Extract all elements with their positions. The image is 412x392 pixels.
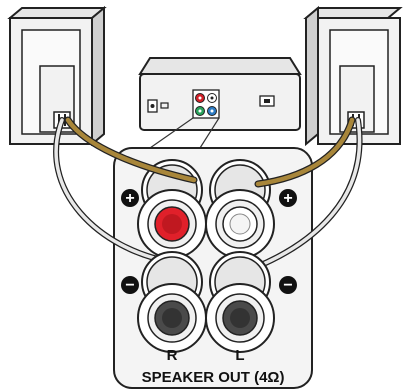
label-right-channel: R [167, 347, 178, 364]
label-left-channel: L [235, 347, 244, 364]
minus-sign-right-text: − [283, 277, 292, 294]
negative-wires [53, 117, 363, 271]
rca-jacks-icon [192, 89, 220, 119]
left-speaker [7, 5, 107, 147]
minus-sign-icon-right: − [279, 276, 297, 294]
minus-sign-left-text: − [125, 277, 134, 294]
plus-sign-right-text: + [283, 190, 292, 207]
plus-sign-icon-left: + [121, 189, 139, 207]
plus-sign-left-text: + [125, 190, 134, 207]
positive-wires [64, 116, 356, 188]
callout-line-right [199, 117, 220, 149]
terminal-right-negative [137, 251, 207, 353]
callout-line-left [149, 117, 194, 149]
power-socket-icon [147, 99, 158, 113]
minus-sign-icon-left: − [121, 276, 139, 294]
plug-socket-icon [259, 95, 275, 107]
main-unit [138, 57, 302, 131]
plus-sign-icon-right: + [279, 189, 297, 207]
terminal-left-negative [205, 251, 275, 353]
label-speaker-out: SPEAKER OUT (4Ω) [142, 369, 285, 386]
terminal-left-positive [205, 159, 275, 259]
